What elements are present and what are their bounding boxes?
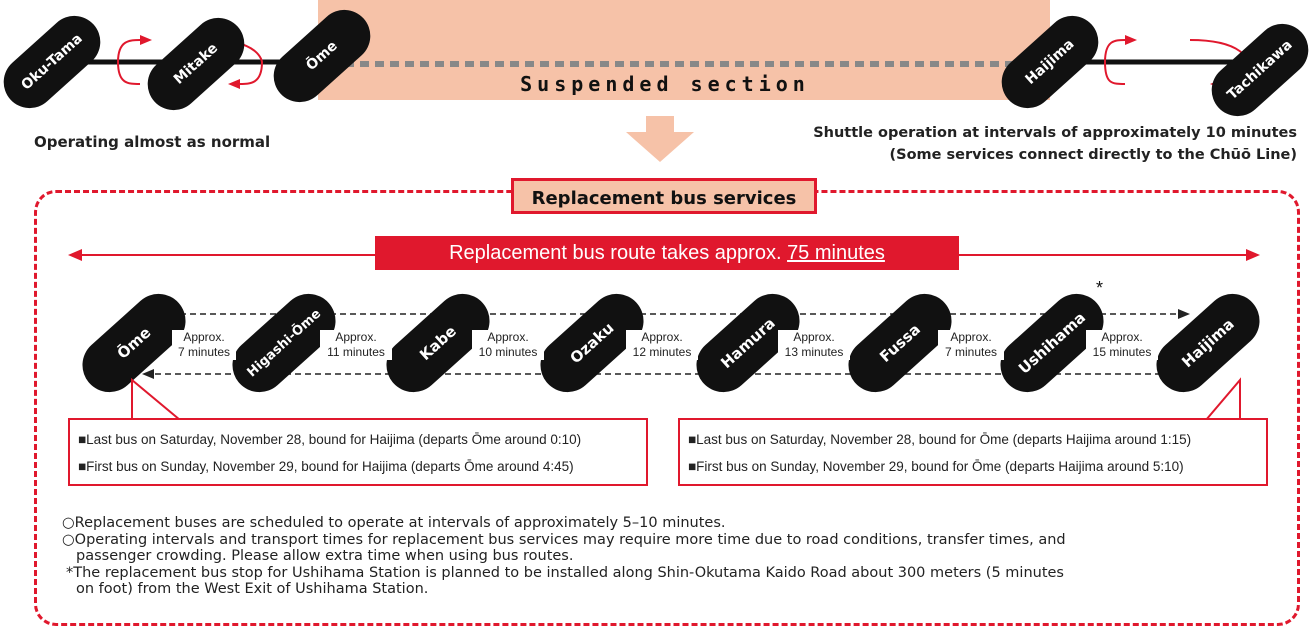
segment-time-6: Approx. 7 minutes [938,330,1004,360]
route-duration-prefix: Replacement bus route takes approx. [449,241,788,264]
note-operating-1: ○Operating intervals and transport times… [62,531,1066,548]
segment-time-line2: 7 minutes [177,345,231,359]
segment-time-line2: 7 minutes [944,345,998,359]
station-label: Mitake [170,40,222,88]
note-operating-2: passenger crowding. Please allow extra t… [76,548,574,564]
segment-time-4: Approx. 12 minutes [626,330,698,360]
route-duration-time: 75 minutes [787,241,885,264]
segment-time-1: Approx. 7 minutes [172,330,236,360]
bus-stop-label: Ozaku [566,318,618,368]
note-ushihama-1: *The replacement bus stop for Ushihama S… [66,564,1064,581]
notes-block: ○Replacement buses are scheduled to oper… [62,515,1292,598]
segment-time-line2: 10 minutes [478,345,538,359]
haijima-last-bus: ■Last bus on Saturday, November 28, boun… [688,432,1192,447]
segment-time-2: Approx. 11 minutes [320,330,392,360]
station-label: Ōme [303,38,341,74]
replacement-title: Replacement bus services [511,178,817,214]
ome-callout: ■Last bus on Saturday, November 28, boun… [68,418,648,486]
segment-time-7: Approx. 15 minutes [1086,330,1158,360]
suspended-section-label: Suspended section [490,72,840,96]
segment-time-line1: Approx. [793,330,835,344]
bus-stop-label: Fussa [876,320,924,366]
segment-time-line2: 13 minutes [784,345,844,359]
segment-time-line1: Approx. [1101,330,1143,344]
segment-time-line1: Approx. [183,330,225,344]
haijima-first-bus: ■First bus on Sunday, November 29, bound… [688,459,1184,474]
ome-last-bus: ■Last bus on Saturday, November 28, boun… [78,432,582,447]
bus-stop-label: Ōme [113,323,155,363]
segment-time-line2: 11 minutes [327,345,385,359]
segment-time-line1: Approx. [335,330,377,344]
route-duration-banner: Replacement bus route takes approx. 75 m… [375,236,959,270]
haijima-callout: ■Last bus on Saturday, November 28, boun… [678,418,1268,486]
note-intervals: ○Replacement buses are scheduled to oper… [62,515,726,531]
segment-time-line2: 15 minutes [1092,345,1152,359]
segment-time-line1: Approx. [950,330,992,344]
left-operation-note: Operating almost as normal [34,133,271,151]
ushihama-asterisk: * [1096,278,1104,298]
segment-time-3: Approx. 10 minutes [472,330,544,360]
segment-time-5: Approx. 13 minutes [778,330,850,360]
segment-time-line1: Approx. [487,330,529,344]
segment-time-line2: 12 minutes [632,345,692,359]
note-ushihama-2: on foot) from the West Exit of Ushihama … [76,581,429,597]
bus-stop-label: Kabe [416,322,460,364]
ome-first-bus: ■First bus on Sunday, November 29, bound… [78,459,574,474]
right-operation-note-2: (Some services connect directly to the C… [889,147,1297,163]
right-operation-note-1: Shuttle operation at intervals of approx… [813,125,1297,141]
segment-time-line1: Approx. [641,330,683,344]
